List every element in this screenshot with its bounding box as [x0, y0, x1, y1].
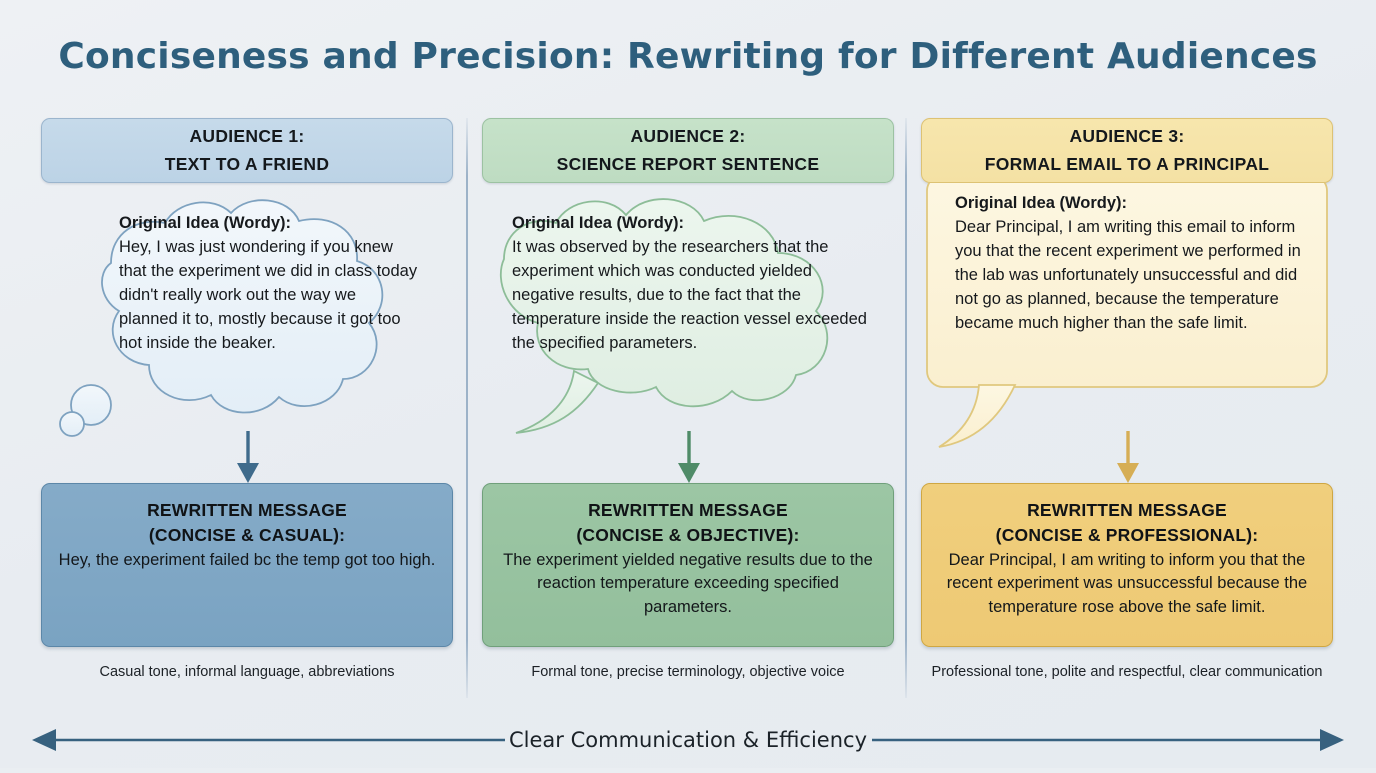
audience-3-header: AUDIENCE 3: FORMAL EMAIL TO A PRINCIPAL	[921, 118, 1333, 183]
page-title: Conciseness and Precision: Rewriting for…	[58, 36, 1318, 77]
audience-3-rewritten-line1: REWRITTEN MESSAGE	[1027, 500, 1227, 520]
audience-3-original-text: Dear Principal, I am writing this email …	[955, 218, 1301, 333]
audience-2-header-line1: AUDIENCE 2:	[630, 126, 746, 147]
column-audience-3: AUDIENCE 3: FORMAL EMAIL TO A PRINCIPAL …	[921, 118, 1333, 684]
audience-2-original-idea: Original Idea (Wordy): It was observed b…	[512, 211, 868, 355]
column-audience-2: AUDIENCE 2: SCIENCE REPORT SENTENCE Orig…	[482, 118, 894, 684]
audience-2-header-line2: SCIENCE REPORT SENTENCE	[556, 153, 820, 174]
audience-2-original-label: Original Idea (Wordy):	[512, 214, 685, 232]
audience-3-caption: Professional tone, polite and respectful…	[931, 664, 1323, 680]
arrow-down-icon-1	[237, 431, 259, 483]
audience-2-rewritten-title: REWRITTEN MESSAGE (CONCISE & OBJECTIVE):	[499, 498, 877, 548]
audience-1-rewritten-line1: REWRITTEN MESSAGE	[147, 500, 347, 520]
audience-3-original-label: Original Idea (Wordy):	[955, 194, 1128, 212]
audience-2-rewritten-line1: REWRITTEN MESSAGE	[588, 500, 788, 520]
audience-2-rewritten-box: REWRITTEN MESSAGE (CONCISE & OBJECTIVE):…	[482, 483, 894, 647]
audience-3-rewritten-body: Dear Principal, I am writing to inform y…	[946, 550, 1308, 616]
audience-2-header: AUDIENCE 2: SCIENCE REPORT SENTENCE	[482, 118, 894, 183]
audience-1-rewritten-line2: (CONCISE & CASUAL):	[148, 524, 346, 545]
audience-1-original-idea: Original Idea (Wordy): Hey, I was just w…	[119, 211, 419, 355]
audience-1-bubble-zone: Original Idea (Wordy): Hey, I was just w…	[41, 183, 453, 483]
audience-3-bubble-zone: Original Idea (Wordy): Dear Principal, I…	[921, 183, 1333, 483]
audience-2-original-text: It was observed by the researchers that …	[512, 238, 867, 353]
audience-1-caption: Casual tone, informal language, abbrevia…	[99, 664, 395, 680]
audience-3-original-idea: Original Idea (Wordy): Dear Principal, I…	[955, 191, 1301, 335]
arrow-down-icon-3	[1117, 431, 1139, 483]
audience-1-rewritten-box: REWRITTEN MESSAGE (CONCISE & CASUAL): He…	[41, 483, 453, 647]
audience-3-rewritten-line2: (CONCISE & PROFESSIONAL):	[995, 524, 1259, 545]
column-divider-2	[905, 118, 907, 698]
audience-1-header-line1: AUDIENCE 1:	[189, 126, 305, 147]
audience-2-caption: Formal tone, precise terminology, object…	[531, 664, 845, 680]
speech-cloud-icon	[499, 198, 829, 434]
thought-cloud-icon	[59, 199, 384, 437]
audience-2-rewritten-line2: (CONCISE & OBJECTIVE):	[576, 524, 800, 545]
audience-1-original-label: Original Idea (Wordy):	[119, 214, 292, 232]
column-divider-1	[466, 118, 468, 698]
double-arrow-icon	[32, 729, 1344, 751]
bottom-arrow-label: Clear Communication & Efficiency	[509, 728, 867, 752]
audience-3-header-line2: FORMAL EMAIL TO A PRINCIPAL	[984, 153, 1270, 174]
audience-1-rewritten-title: REWRITTEN MESSAGE (CONCISE & CASUAL):	[58, 498, 436, 548]
audience-1-rewritten-body: Hey, the experiment failed bc the temp g…	[58, 550, 436, 569]
audience-1-header-line2: TEXT TO A FRIEND	[164, 153, 330, 174]
column-audience-1: AUDIENCE 1: TEXT TO A FRIEND Original Id…	[41, 118, 453, 684]
arrow-down-icon-2	[678, 431, 700, 483]
audience-1-original-text: Hey, I was just wondering if you knew th…	[119, 238, 418, 353]
audience-1-header: AUDIENCE 1: TEXT TO A FRIEND	[41, 118, 453, 183]
audience-3-rewritten-title: REWRITTEN MESSAGE (CONCISE & PROFESSIONA…	[938, 498, 1316, 548]
bottom-arrow-bar: Clear Communication & Efficiency	[0, 722, 1376, 768]
speech-rectangle-icon	[926, 183, 1328, 448]
audience-3-header-line1: AUDIENCE 3:	[1069, 126, 1185, 147]
audience-2-bubble-zone: Original Idea (Wordy): It was observed b…	[482, 183, 894, 483]
audience-3-rewritten-box: REWRITTEN MESSAGE (CONCISE & PROFESSIONA…	[921, 483, 1333, 647]
audience-2-rewritten-body: The experiment yielded negative results …	[503, 550, 873, 616]
